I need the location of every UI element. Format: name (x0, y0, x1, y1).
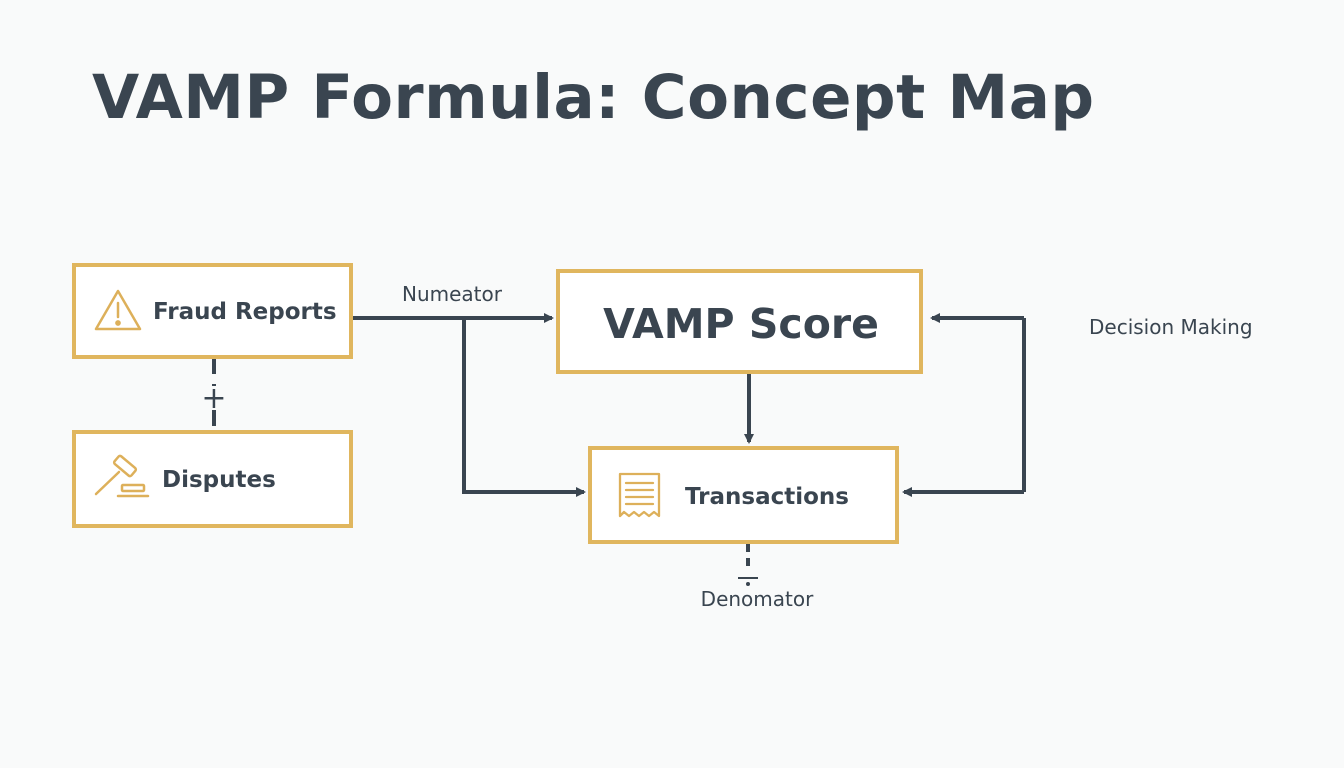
transactions-box (588, 446, 899, 544)
divide-operator-dot (746, 582, 750, 586)
node-transactions: Transactions (588, 446, 899, 544)
decision-making-label: Decision Making (1089, 315, 1253, 339)
node-fraud-reports: Fraud Reports (72, 263, 353, 359)
numerator-label: Numeator (402, 282, 503, 306)
connectors (212, 313, 1026, 568)
plus-operator-background (200, 386, 228, 410)
fraud-reports-label: Fraud Reports (153, 299, 337, 325)
warning-triangle-icon (94, 289, 142, 331)
fraud-reports-box (72, 263, 353, 359)
vamp-score-label: VAMP Score (603, 300, 879, 348)
denominator-label: Denomator (701, 587, 814, 611)
plus-operator: + (201, 381, 226, 416)
numerator-branch-arrow (462, 318, 586, 497)
transactions-label: Transactions (685, 484, 849, 510)
gavel-icon (94, 454, 150, 498)
vamp-score-box (556, 269, 923, 374)
node-vamp-score: VAMP Score (556, 269, 923, 374)
receipt-icon (618, 472, 661, 518)
page-title: VAMP Formula: Concept Map (92, 62, 1095, 133)
node-disputes: Disputes (72, 430, 353, 528)
disputes-label: Disputes (162, 467, 276, 493)
disputes-box (72, 430, 353, 528)
